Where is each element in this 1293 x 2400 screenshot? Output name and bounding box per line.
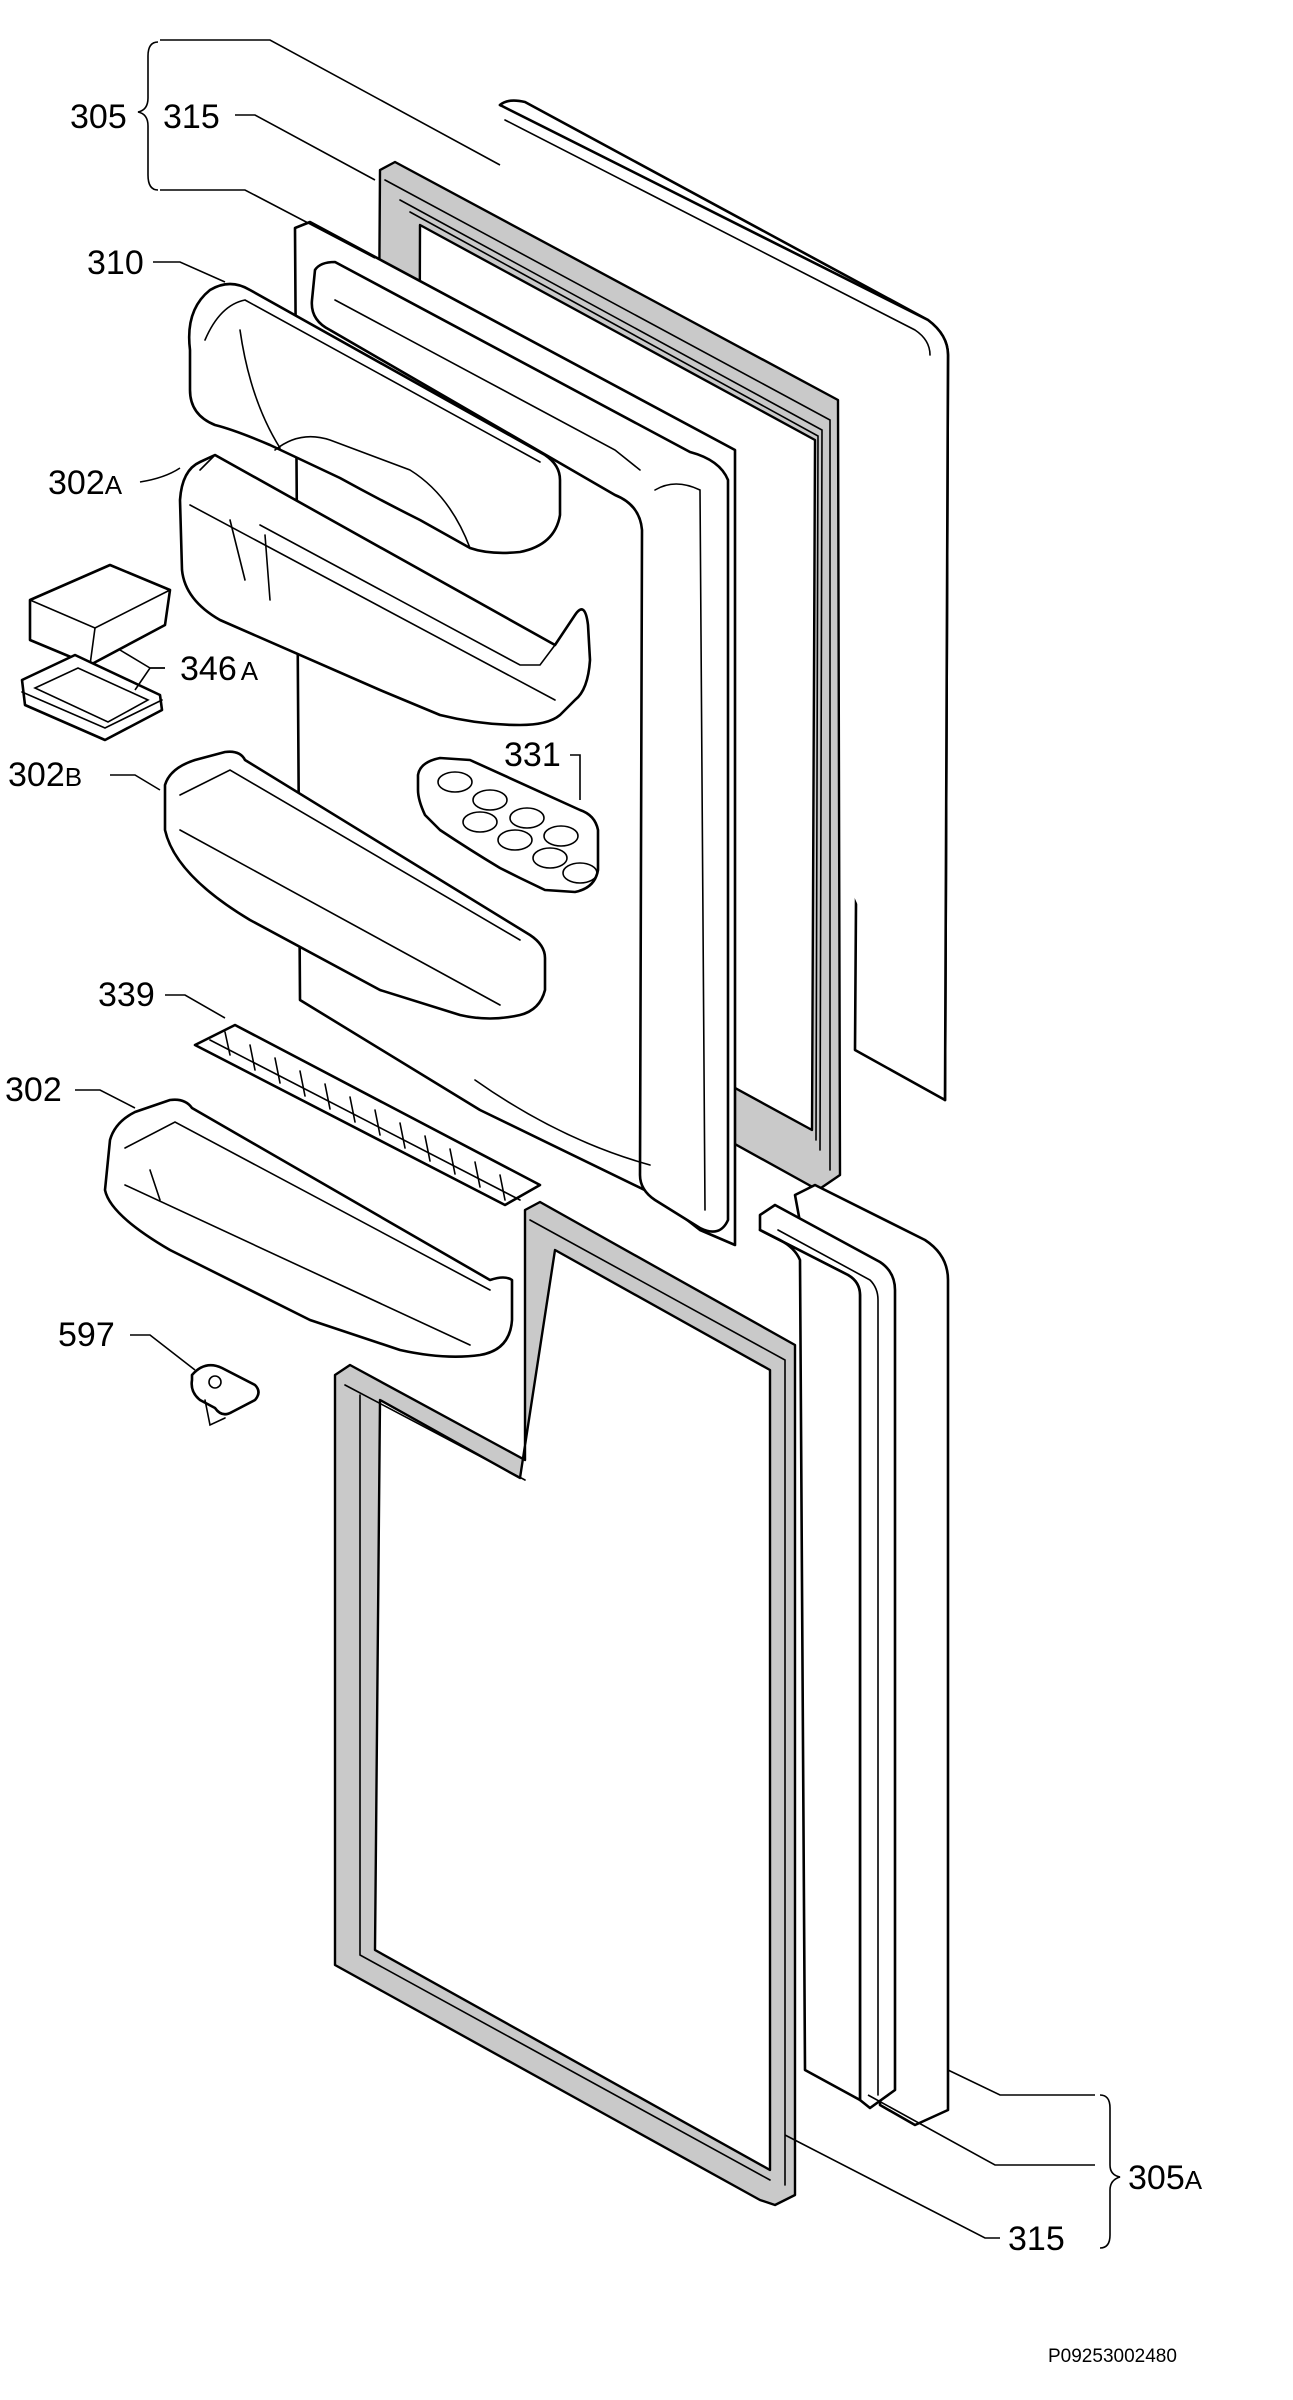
label-302b: 302B <box>8 756 82 794</box>
label-302a-number: 302 <box>48 464 105 502</box>
label-331: 331 <box>504 736 561 774</box>
label-302b-suffix: B <box>65 762 82 792</box>
label-305a-suffix: A <box>1185 2165 1203 2195</box>
egg-tray-331 <box>416 756 600 894</box>
balcony-lid-310 <box>187 282 562 555</box>
label-302a-suffix: A <box>105 470 123 500</box>
label-315-top: 315 <box>163 98 220 136</box>
door-balcony-302 <box>103 1098 514 1358</box>
label-302: 302 <box>5 1071 62 1109</box>
label-315-bottom: 315 <box>1008 2220 1065 2258</box>
label-346a-number: 346 <box>180 650 237 688</box>
label-302a: 302A <box>48 464 123 502</box>
lower-outer-door-panel <box>758 1183 950 2127</box>
leader-lines <box>75 39 1121 2249</box>
label-302b-number: 302 <box>8 756 65 794</box>
label-597: 597 <box>58 1316 115 1354</box>
label-305a: 305A <box>1128 2159 1203 2197</box>
document-code: P09253002480 <box>1048 2346 1177 2367</box>
label-346a-suffix: A <box>241 656 259 686</box>
label-305: 305 <box>70 98 127 136</box>
lower-door-gasket <box>333 1200 797 2207</box>
door-balcony-302a <box>178 453 592 727</box>
upper-door-gasket <box>373 160 842 1192</box>
label-339: 339 <box>98 976 155 1014</box>
butter-dish-346a <box>20 563 172 742</box>
bottle-rack-339 <box>193 1023 542 1207</box>
door-balcony-302b <box>163 750 547 1020</box>
label-310: 310 <box>87 244 144 282</box>
hinge-part-597 <box>190 1363 260 1427</box>
label-305a-number: 305 <box>1128 2159 1185 2197</box>
